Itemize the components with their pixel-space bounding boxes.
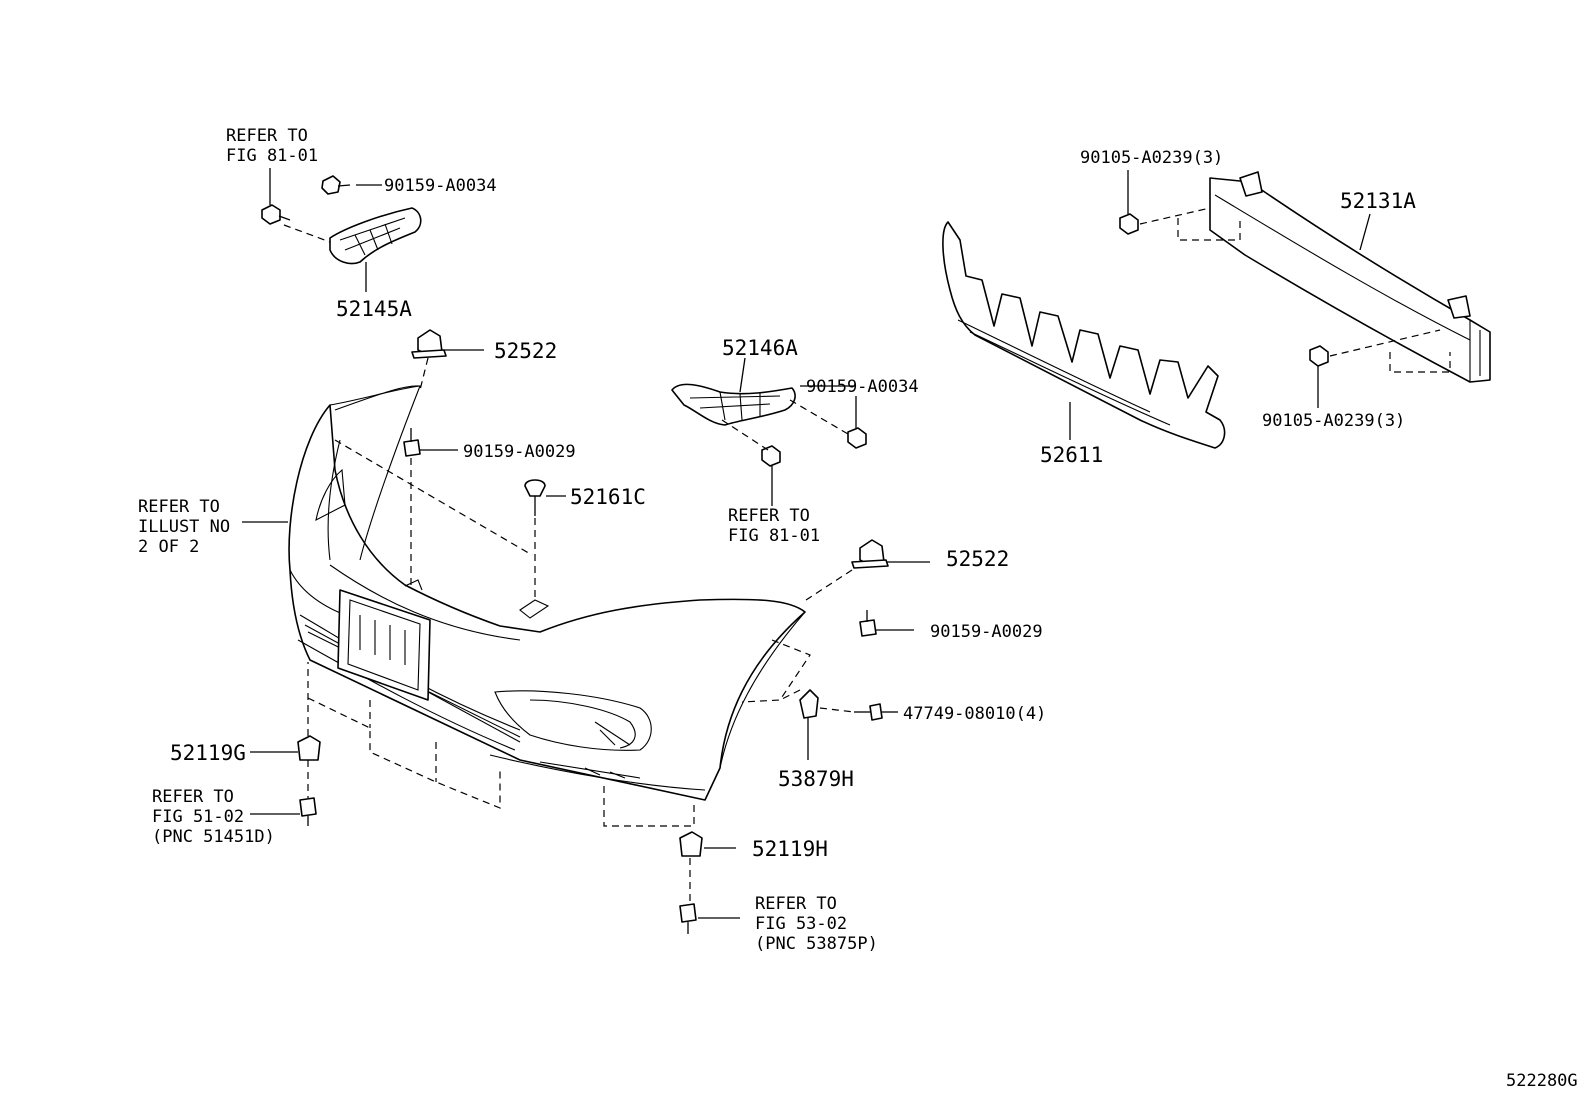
label-refer-81-01-mid-a: REFER TO xyxy=(728,506,810,526)
label-refer-81-01-top-a: REFER TO xyxy=(226,126,308,146)
label-90105-a0239-bottom: 90105-A0239(3) xyxy=(1262,411,1405,431)
label-52146a: 52146A xyxy=(722,336,798,360)
label-52522-top: 52522 xyxy=(494,339,557,363)
label-90159-a0034-left: 90159-A0034 xyxy=(384,176,497,196)
label-refer-illust-a: REFER TO xyxy=(138,497,220,517)
clip-52522-top xyxy=(411,329,447,359)
label-90159-a0029-top: 90159-A0029 xyxy=(463,442,576,462)
absorber-52611 xyxy=(942,221,1226,449)
clip-52119h xyxy=(679,831,703,857)
label-52522-right: 52522 xyxy=(946,547,1009,571)
bolt-90105-a0239-bottom xyxy=(1309,345,1329,367)
label-refer-51-02-b: FIG 51-02 xyxy=(152,807,244,827)
label-47749-08010: 47749-08010(4) xyxy=(903,704,1046,724)
screw-90159-a0029-right xyxy=(859,610,877,637)
label-diagram-code: 522280G xyxy=(1506,1071,1578,1091)
label-52161c: 52161C xyxy=(570,485,646,509)
label-refer-81-01-top-b: FIG 81-01 xyxy=(226,146,318,166)
retainer-52146a xyxy=(671,383,796,426)
screw-90159-a0029-top xyxy=(403,428,421,457)
label-52145a: 52145A xyxy=(336,297,412,321)
label-52119g: 52119G xyxy=(170,741,246,765)
label-refer-81-01-mid-b: FIG 81-01 xyxy=(728,526,820,546)
label-refer-53-02-b: FIG 53-02 xyxy=(755,914,847,934)
label-refer-51-02-c: (PNC 51451D) xyxy=(152,827,275,847)
label-refer-51-02-a: REFER TO xyxy=(152,787,234,807)
label-90159-a0034-mid: 90159-A0034 xyxy=(806,377,919,397)
clip-52119g xyxy=(297,735,321,761)
bolt-90159-a0034-left xyxy=(321,175,351,195)
label-refer-illust-b: ILLUST NO xyxy=(138,517,230,537)
clip-52522-right xyxy=(851,539,889,569)
label-53879h: 53879H xyxy=(778,767,854,791)
label-refer-53-02-a: REFER TO xyxy=(755,894,837,914)
label-90159-a0029-right: 90159-A0029 xyxy=(930,622,1043,642)
screw-refer-51-02 xyxy=(299,797,317,826)
front-bumper-cover xyxy=(288,385,806,801)
label-52131a: 52131A xyxy=(1340,189,1416,213)
label-refer-illust-c: 2 OF 2 xyxy=(138,537,199,557)
screw-47749-08010 xyxy=(854,703,883,721)
label-52119h: 52119H xyxy=(752,837,828,861)
bolt-90105-a0239-top xyxy=(1119,213,1139,235)
clip-52161c xyxy=(524,479,546,516)
label-90105-a0239-top: 90105-A0239(3) xyxy=(1080,148,1223,168)
bolt-refer-81-01-mid xyxy=(761,445,781,467)
label-refer-53-02-c: (PNC 53875P) xyxy=(755,934,878,954)
bolt-refer-81-01-top xyxy=(261,204,291,225)
bolt-90159-a0034-mid xyxy=(847,427,867,449)
retainer-52145a xyxy=(329,207,422,265)
screw-refer-53-02 xyxy=(679,903,697,934)
reinforcement-52131a xyxy=(1209,171,1491,383)
label-52611: 52611 xyxy=(1040,443,1103,467)
bracket-53879h xyxy=(799,689,819,719)
